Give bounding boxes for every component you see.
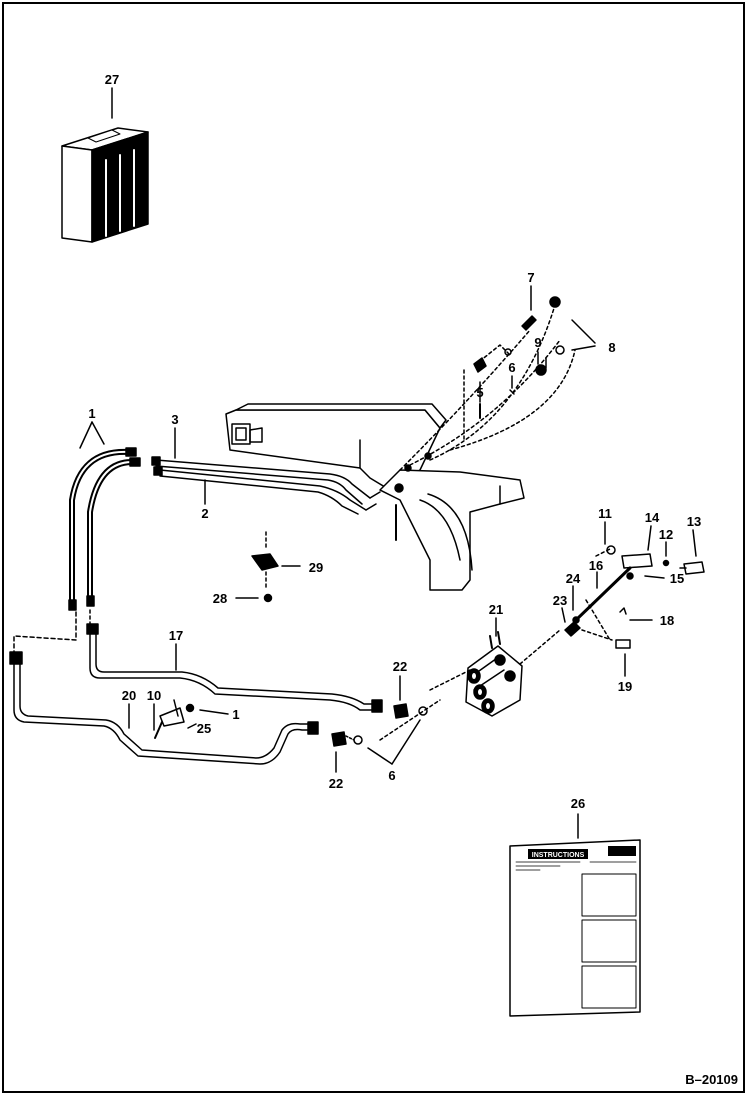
tube-17 [13,609,383,713]
callout-18: 18 [660,613,674,628]
callout-29: 29 [309,560,323,575]
callout-12: 12 [659,527,673,542]
leader-1a-left [79,421,93,449]
callout-7: 7 [527,270,534,285]
callout-25: 25 [197,721,211,736]
loader-frame [225,403,525,591]
callout-1-hoses: 1 [88,406,95,421]
callout-10: 10 [147,688,161,703]
callout-11: 11 [598,506,612,521]
callout-22-lower: 22 [329,776,343,791]
leader-6b-left [367,747,393,765]
leader-23 [561,607,566,623]
callout-22-upper: 22 [393,659,407,674]
callout-6-upper: 6 [508,360,515,375]
callout-16: 16 [589,558,603,573]
callout-2: 2 [201,506,208,521]
fittings-22-6 [331,703,428,747]
valve-linkage [564,545,705,649]
hoses-1 [68,447,141,611]
callout-23: 23 [553,593,567,608]
callout-27: 27 [105,72,119,87]
bracket-29 [251,531,279,603]
callout-20: 20 [122,688,136,703]
leader-15 [644,575,665,579]
callout-8: 8 [608,340,615,355]
callout-28: 28 [213,591,227,606]
callout-labels: 27 7 8 9 6 5 1 3 2 11 14 12 13 15 16 24 … [88,72,701,811]
leader-25 [187,723,197,729]
callout-19: 19 [618,679,632,694]
callout-9: 9 [534,335,541,350]
tube-20 [9,651,319,765]
callout-1-clamp: 1 [232,707,239,722]
kit-box-27 [61,127,149,243]
upper-fittings [399,296,576,471]
callout-6-lower: 6 [388,768,395,783]
leader-8b [571,345,596,351]
figure-id: B–20109 [685,1072,738,1087]
leader-13 [692,529,697,557]
callout-14: 14 [645,510,660,525]
callout-17: 17 [169,628,183,643]
callout-24: 24 [566,571,581,586]
leader-1b [199,709,229,715]
decal-title: INSTRUCTIONS [532,852,585,859]
callout-26: 26 [571,796,585,811]
callout-13: 13 [687,514,701,529]
callout-21: 21 [489,602,503,617]
instructions-decal-26 [509,839,641,1017]
leader-8a [571,319,596,344]
leader-1a-right [91,421,105,445]
leader-6b-right [391,719,421,765]
callout-15: 15 [670,571,684,586]
callout-5: 5 [476,385,483,400]
tubes-2-3 [151,456,381,515]
callout-3: 3 [171,412,178,427]
clamp-10-25 [154,699,195,739]
control-valve-21 [379,629,561,741]
leader-14 [647,525,652,551]
